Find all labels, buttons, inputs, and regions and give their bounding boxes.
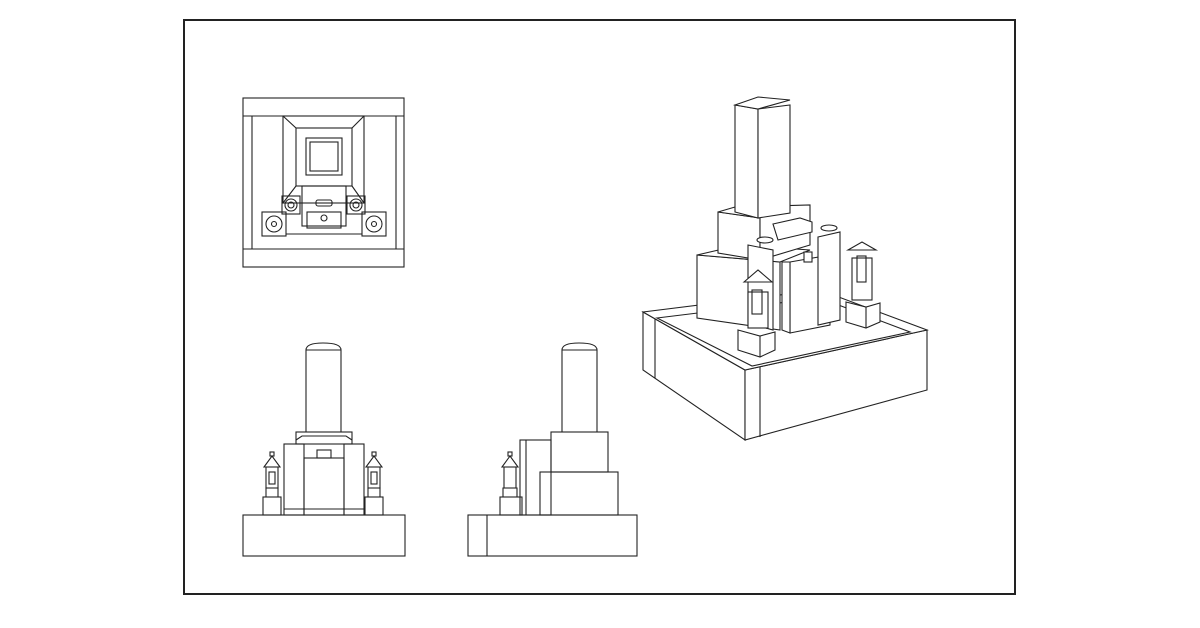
iso-lantern-right	[845, 241, 881, 329]
iso-lantern-left	[737, 269, 776, 358]
isometric-view	[641, 96, 929, 442]
top-view	[242, 97, 405, 268]
side-elevation	[467, 342, 638, 557]
front-elevation	[242, 342, 406, 557]
lantern-left	[262, 451, 282, 516]
lantern-right	[364, 451, 384, 516]
drawing-frame	[183, 19, 1016, 595]
